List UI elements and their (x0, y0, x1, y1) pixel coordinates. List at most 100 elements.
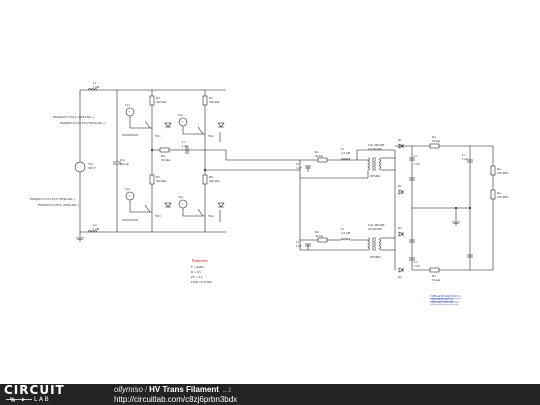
transformer-2-primary (367, 237, 370, 251)
pwm-bot-b-label: PWR(DUTY/2,F,0,0,−PWR,LNK...) (38, 204, 79, 207)
inductor-l1 (87, 88, 98, 91)
diode-icon (164, 122, 172, 128)
circuit-url[interactable]: http://circuitlab.com/c8zj6prbn3bdx (114, 395, 238, 404)
hv-r2-label: Rd (432, 274, 436, 278)
schematic-canvas[interactable]: ~ + (0, 0, 540, 384)
t1-name: XFMR1 (370, 174, 381, 178)
probe-link-3[interactable]: V(HVout)/1000/1000 vs t (430, 301, 459, 304)
r3-label: R3 (156, 96, 160, 100)
resistor-hv-1 (429, 143, 440, 149)
diode-d2-icon (398, 189, 404, 195)
diode-d4-icon (398, 267, 404, 273)
t1-ratio-label: 10:100 kH (368, 147, 382, 151)
ro-bot-label: Ro (497, 191, 501, 195)
param-4: PWR = F*0.866 (191, 280, 212, 284)
inductor-l2 (87, 230, 98, 233)
circuit-title-line: ollymiso/HV Trans Filament↔2 (114, 385, 231, 396)
hv-r1-value: 50 kΩ (432, 139, 441, 143)
t2-ratio-label: 10:100 kH (368, 227, 382, 231)
resistor-r6 (202, 174, 208, 185)
d4-label: D4 (398, 276, 402, 279)
probe-link-1[interactable]: V(HVout,HVmid)/1000 vs t (430, 295, 461, 298)
probe-link-2[interactable]: V(HVmid)/1000 vs t (430, 298, 454, 301)
svg-text:+: + (181, 120, 183, 124)
sw1-label: SW1 (155, 135, 161, 138)
t2-name: XFMR2 (370, 255, 381, 259)
t2-r-value: 50 kΩ (315, 234, 324, 238)
resistor-r3 (149, 95, 155, 106)
cs-label: Cs (182, 140, 186, 144)
t2-cr-value: 1 nF (296, 244, 302, 248)
svg-text:~: ~ (77, 166, 79, 170)
resistor-r4 (202, 95, 208, 106)
svg-text:+: + (181, 202, 183, 206)
t1-r-label: R1 (315, 150, 319, 154)
resistor (317, 237, 328, 243)
hv-r1-label: Rd (432, 135, 436, 139)
c1-out-value: 1 µF (462, 157, 468, 161)
ground-icon (76, 232, 84, 242)
diode-icon (164, 202, 172, 208)
svg-text:+: + (128, 110, 130, 114)
title-separator: / (144, 385, 148, 394)
rd-label: Rd (161, 154, 165, 158)
cin-value: 500 µF (120, 162, 129, 166)
hv-cap-top-value: 1 nF (414, 162, 420, 166)
d3-label: D3 (398, 227, 402, 230)
ro-top-value: 100 MΩ (497, 171, 508, 175)
logo-text-lab: LAB (34, 396, 51, 403)
diode-d1-icon (398, 143, 404, 149)
t1-lm-label: Lm: 200 mH (368, 143, 385, 147)
input-stage: ~ + (30, 81, 226, 242)
vg1-label: Vg1 (125, 104, 130, 107)
footer-bar: CIRCUIT LAB ollymiso/HV Trans Filament↔2… (0, 384, 540, 405)
circuit-title[interactable]: HV Trans Filament (149, 385, 219, 394)
diode-icon (217, 202, 225, 208)
switch-sw1 (129, 116, 152, 129)
ground-icon (452, 208, 460, 226)
hv-output-stage: D1 D2 D3 D4 C1 1 nF C2 1 nF Rd 50 kΩ Rd … (394, 135, 508, 282)
ro-top-label: Ro (497, 167, 501, 171)
t1-ls-value: 3.3 µH (341, 151, 351, 155)
ro-bot-value: 100 MΩ (497, 195, 508, 199)
d1-label: D1 (398, 139, 402, 142)
transformer-2-stage: R2 50 kΩ Ls 3.3 µH Cr 1 nF Lm: 200 mH 10… (296, 223, 395, 259)
circuitlab-logo[interactable]: CIRCUIT LAB (4, 383, 92, 404)
resistor (317, 157, 328, 163)
pwm-top-b-label: PWR(DUTY/2,F,1/2/F,0,+PWR,LNK...) (60, 122, 105, 125)
logo-text-circuit: CIRCUIT (4, 383, 65, 397)
l2-value: 1 nH (93, 227, 100, 231)
switch-sw4 (182, 208, 205, 217)
voltage-source-icon (74, 161, 86, 173)
transformer-1-stage: R1 50 kΩ Ls 3.3 µH Cf 1 nF Lm: 200 mH 10… (296, 143, 395, 179)
r3-value: 500 mΩ (156, 100, 167, 104)
param-1: F = 4 kHz (191, 265, 204, 269)
resistor-rd (159, 147, 170, 153)
vg2-label: Vg2 (178, 114, 183, 117)
pwm-bot-label: PWR(DUTY/2,F,1/2/F,0,+PWR,LNK...) (30, 198, 75, 201)
resistor-out-1 (490, 165, 496, 176)
author-link[interactable]: ollymiso (114, 385, 143, 394)
resistor-hv-2 (429, 267, 440, 273)
resistor-out-2 (490, 189, 496, 200)
t1-r-value: 50 kΩ (315, 154, 324, 158)
r4-label: R4 (209, 96, 213, 100)
r5-value: 500 mΩ (156, 179, 167, 183)
bridge-output-wiring (225, 150, 368, 251)
rd-value: 50 mΩ (161, 158, 170, 162)
t2-lm-label: Lm: 200 mH (368, 223, 385, 227)
t2-r-label: R2 (315, 230, 319, 234)
switch-sw2 (182, 126, 205, 135)
resistor-r5 (149, 174, 155, 185)
r4-value: 500 mΩ (209, 100, 220, 104)
hv-cap-bot-value: 1 nF (414, 264, 420, 268)
l2-label: L2 (93, 223, 97, 227)
sw4-label: SW4 (208, 215, 214, 218)
transformer-2-secondary (379, 237, 382, 251)
cin-label: Cin (120, 158, 125, 162)
hv-cap-top-label: C1 (414, 154, 418, 158)
vg4-label: Vg4 (178, 196, 183, 199)
circuit-schematic[interactable]: ~ + (0, 0, 540, 384)
t1-cf-value: 1 nF (296, 166, 302, 170)
vin-label: Vin (88, 162, 93, 166)
